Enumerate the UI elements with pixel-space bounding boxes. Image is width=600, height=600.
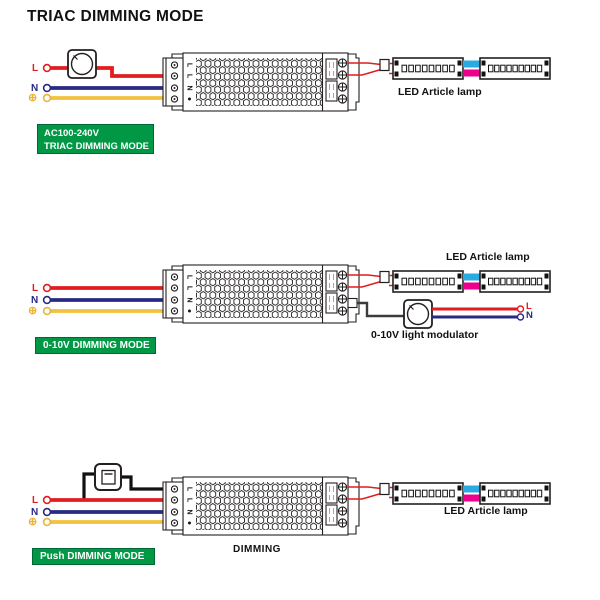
led-lamp-label: LED Article lamp (444, 505, 528, 517)
knob-indicator (73, 55, 78, 60)
ground-wire-end (42, 93, 52, 103)
live-wire-end (42, 283, 52, 293)
push-button-switch (94, 463, 122, 491)
strip-connector (379, 482, 390, 496)
neutral-wire-end (42, 83, 52, 93)
ground-label: ⊕ (28, 91, 38, 104)
ground-label: ⊕ (28, 515, 38, 528)
live-label: L (32, 63, 39, 74)
live-label: L (32, 282, 39, 294)
ground-wire-end (42, 306, 52, 316)
modulator-label: 0-10V light modulator (371, 329, 479, 341)
push-wire-left (82, 472, 98, 501)
live-wire-end (42, 63, 52, 73)
page-title: TRIAC DIMMING MODE (27, 8, 204, 25)
neutral-wire-end (42, 295, 52, 305)
modulator-neutral-label: N (526, 310, 533, 321)
triac-dimmer-knob (67, 49, 97, 79)
modulator-live-end (516, 305, 525, 313)
strip-connector (379, 58, 390, 72)
badge-triac-mode: AC100-240V TRIAC DIMMING MODE (37, 124, 154, 154)
section-0-10v (42, 264, 551, 329)
modulator-knob (403, 299, 433, 329)
neutral-label: N (31, 506, 39, 518)
badge-push-mode: Push DIMMING MODE (32, 548, 155, 565)
neutral-label: N (31, 83, 39, 94)
live-wire-end (42, 495, 52, 505)
knob-indicator (409, 305, 414, 310)
ground-wire-end (42, 517, 52, 527)
badge-line: TRIAC DIMMING MODE (44, 141, 150, 152)
output-wires (348, 482, 394, 500)
badge-0-10v-mode: 0-10V DIMMING MODE (35, 337, 156, 354)
led-lamp-label: LED Article lamp (446, 251, 530, 263)
dim-terminal-stub (347, 297, 358, 309)
strip-connector (379, 270, 390, 284)
live-label: L (32, 494, 39, 506)
dim-signal-wire (357, 301, 404, 318)
led-lamp-label: LED Article lamp (398, 86, 482, 98)
section-push (42, 463, 551, 536)
neutral-wire-end (42, 507, 52, 517)
modulator-live-label: L (526, 301, 532, 312)
push-wire-right (118, 475, 166, 491)
section-triac (42, 49, 551, 112)
modulator-neutral-end (516, 313, 525, 321)
ground-label: ⊕ (28, 304, 38, 317)
dimming-label: DIMMING (233, 544, 281, 555)
badge-line: AC100-240V (44, 128, 99, 139)
neutral-label: N (31, 294, 39, 306)
